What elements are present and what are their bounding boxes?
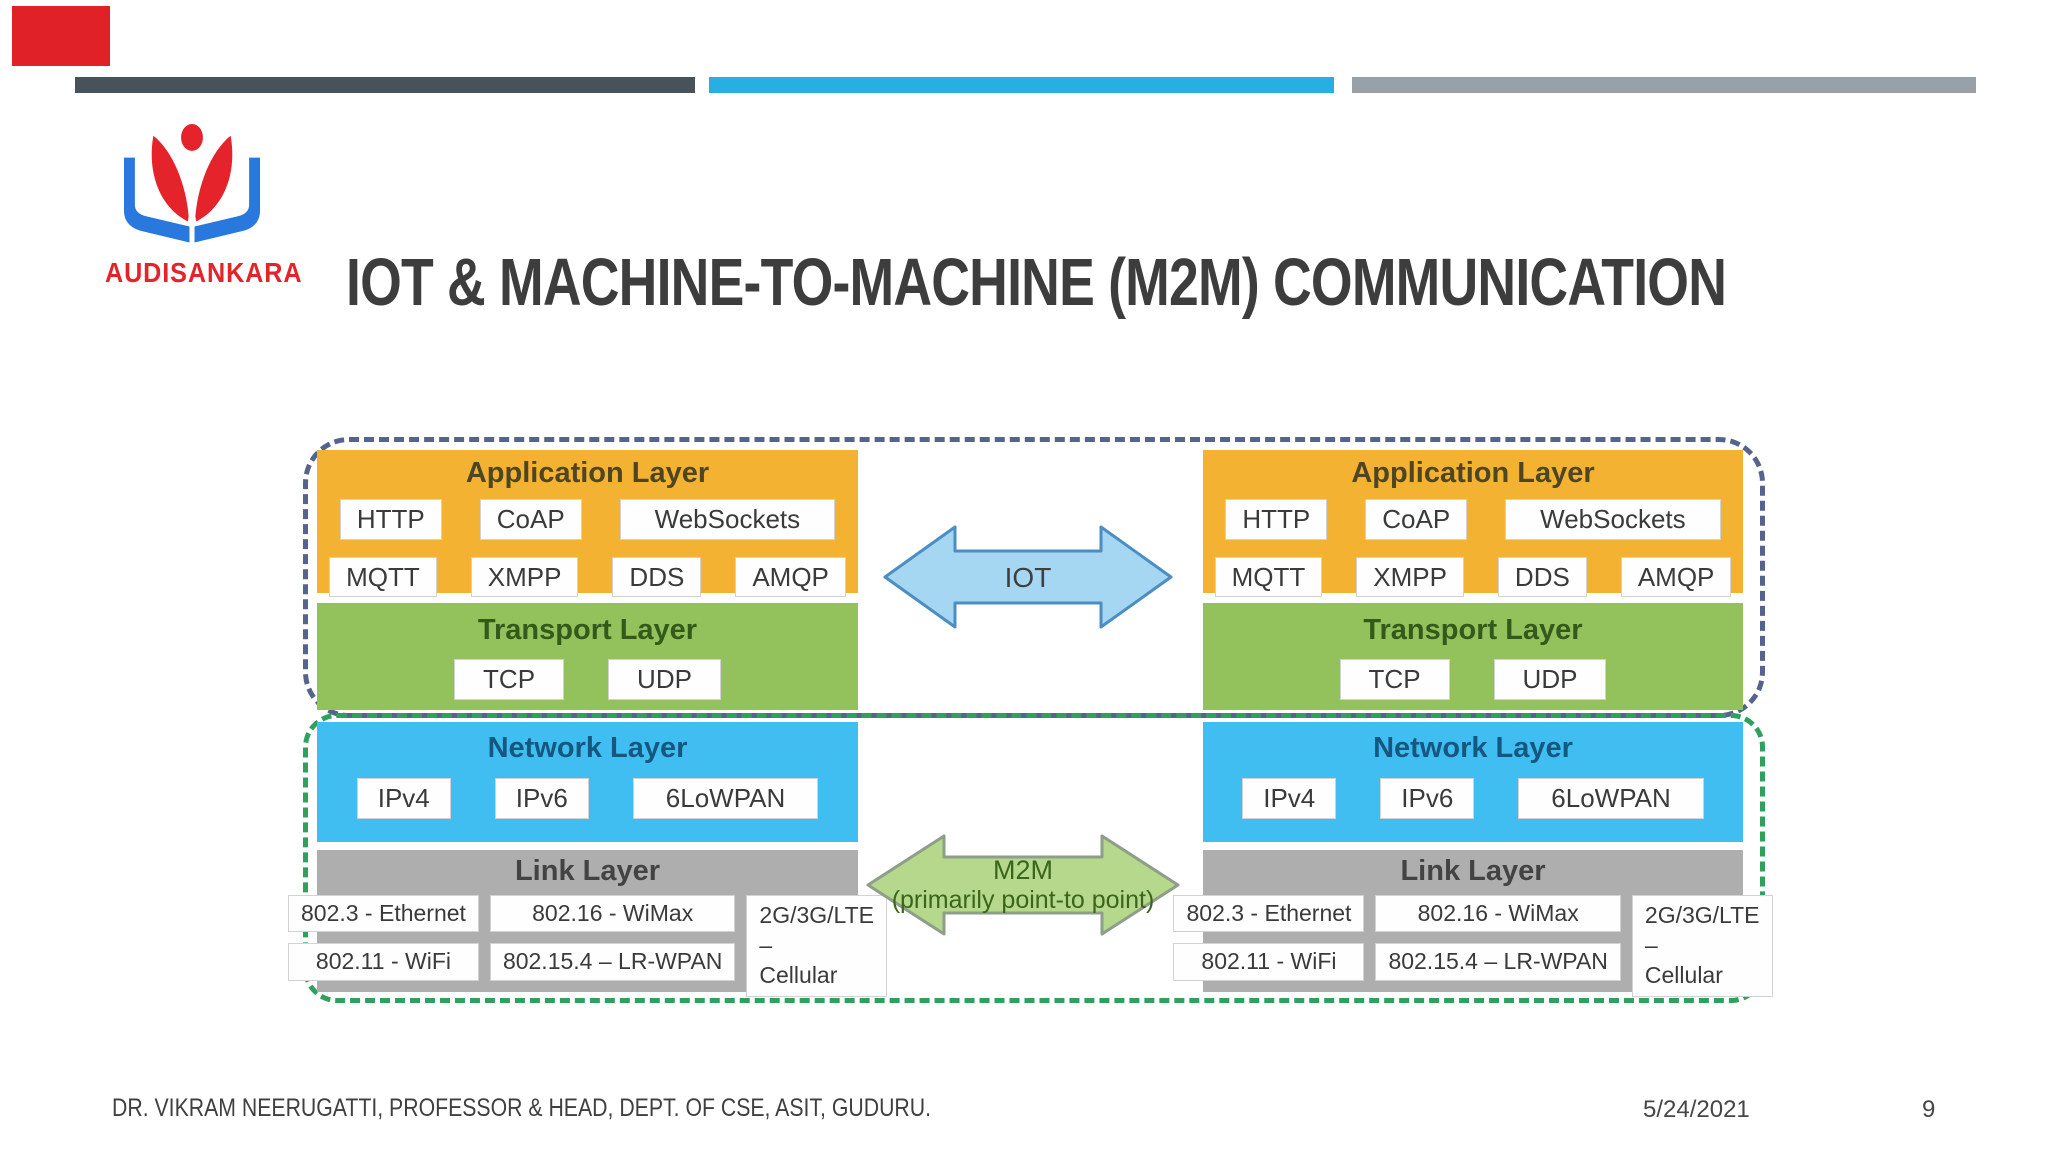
application-layer-title: Application Layer bbox=[465, 457, 710, 489]
protocol-chip: CoAP bbox=[479, 499, 582, 540]
application-layer-box: Application Layer HTTP CoAP WebSockets MQT… bbox=[317, 450, 858, 598]
protocol-chip: MQTT bbox=[329, 556, 437, 598]
application-layer-title: Application Layer bbox=[1351, 457, 1595, 489]
protocol-chip: 6LoWPAN bbox=[1518, 778, 1704, 819]
application-layer-box: Application Layer HTTP CoAP WebSockets MQT… bbox=[1203, 450, 1743, 598]
protocol-chip: 2G/3G/LTE – Cellular bbox=[1631, 895, 1773, 997]
top-bar-gray bbox=[1352, 77, 1976, 93]
footer-page-number: 9 bbox=[1922, 1096, 1936, 1123]
top-bar-dark bbox=[75, 77, 695, 93]
link-layer-title: Link Layer bbox=[1400, 855, 1546, 887]
network-layer-title: Network Layer bbox=[487, 732, 688, 764]
protocol-chip: WebSockets bbox=[619, 499, 836, 540]
network-layer-box: Network Layer IPv4 IPv6 6LoWPAN bbox=[1203, 722, 1743, 842]
link-layer-box: Link Layer 802.3 - Ethernet 802.11 - WiFi… bbox=[287, 850, 888, 997]
network-layer-title: Network Layer bbox=[1373, 732, 1573, 764]
protocol-chip: DDS bbox=[612, 556, 702, 598]
footer-credit: DR. VIKRAM NEERUGATTI, PROFESSOR & HEAD,… bbox=[112, 1094, 932, 1122]
protocol-chip: IPv6 bbox=[494, 778, 589, 819]
audisankara-logo: AUDISANKARA bbox=[94, 124, 302, 289]
top-bar-blue bbox=[709, 77, 1334, 93]
protocol-chip: 802.15.4 – LR-WPAN bbox=[1375, 943, 1621, 981]
protocol-chip-row: HTTP CoAP WebSockets bbox=[317, 499, 858, 540]
protocol-chip: DDS bbox=[1497, 556, 1587, 598]
m2m-arrow-label: M2M bbox=[993, 855, 1053, 885]
protocol-chip: HTTP bbox=[1225, 499, 1328, 540]
link-chip-column: 802.3 - Ethernet 802.11 - WiFi bbox=[1173, 895, 1365, 981]
protocol-chip: IPv4 bbox=[356, 778, 451, 819]
protocol-chip: 2G/3G/LTE – Cellular bbox=[746, 895, 888, 997]
protocol-chip: UDP bbox=[1493, 659, 1607, 700]
protocol-chip: 802.16 - WiMax bbox=[1375, 895, 1621, 933]
footer-date: 5/24/2021 bbox=[1643, 1096, 1750, 1123]
link-chip-column: 802.16 - WiMax 802.15.4 – LR-WPAN bbox=[489, 895, 736, 981]
protocol-chip: 802.11 - WiFi bbox=[1173, 943, 1365, 981]
protocol-chip: XMPP bbox=[470, 556, 579, 598]
logo-text: AUDISANKARA bbox=[104, 257, 303, 288]
link-chip-column: 802.3 - Ethernet 802.11 - WiFi bbox=[287, 895, 479, 981]
protocol-chip: 6LoWPAN bbox=[632, 778, 819, 819]
protocol-chip: TCP bbox=[1339, 659, 1450, 700]
link-layer-title: Link Layer bbox=[514, 855, 661, 887]
m2m-double-arrow: M2M (primarily point-to point) bbox=[866, 834, 1180, 936]
protocol-chip: UDP bbox=[608, 659, 721, 700]
protocol-stack-left: Application Layer HTTP CoAP WebSockets MQT… bbox=[287, 450, 888, 997]
m2m-group-dashed-border bbox=[303, 713, 1765, 1003]
protocol-chip: WebSockets bbox=[1505, 499, 1721, 540]
protocol-chip-row: HTTP CoAP WebSockets bbox=[1203, 499, 1743, 540]
protocol-chip-row: TCP UDP bbox=[1203, 659, 1743, 700]
protocol-chip: IPv4 bbox=[1242, 778, 1337, 819]
protocol-chip-row: TCP UDP bbox=[317, 659, 858, 700]
protocol-chip: 802.3 - Ethernet bbox=[1173, 895, 1365, 933]
protocol-chip-grid: 802.3 - Ethernet 802.11 - WiFi 802.16 - W… bbox=[287, 895, 888, 997]
red-corner-block bbox=[12, 6, 110, 66]
protocol-chip: XMPP bbox=[1356, 556, 1464, 598]
protocol-chip-row: IPv4 IPv6 6LoWPAN bbox=[317, 778, 858, 819]
transport-layer-box: Transport Layer TCP UDP bbox=[317, 603, 858, 710]
link-layer-box: Link Layer 802.3 - Ethernet 802.11 - WiFi… bbox=[1173, 850, 1773, 997]
protocol-chip: 802.15.4 – LR-WPAN bbox=[489, 943, 736, 981]
protocol-stack-right: Application Layer HTTP CoAP WebSockets MQT… bbox=[1173, 450, 1773, 997]
protocol-chip-grid: 802.3 - Ethernet 802.11 - WiFi 802.16 - W… bbox=[1173, 895, 1773, 997]
protocol-chip: IPv6 bbox=[1380, 778, 1475, 819]
protocol-chip: 802.3 - Ethernet bbox=[287, 895, 479, 933]
transport-layer-title: Transport Layer bbox=[477, 614, 698, 646]
protocol-chip: HTTP bbox=[339, 499, 442, 540]
protocol-chip: AMQP bbox=[735, 556, 846, 598]
protocol-chip: CoAP bbox=[1365, 499, 1468, 540]
network-layer-box: Network Layer IPv4 IPv6 6LoWPAN bbox=[317, 722, 858, 842]
transport-layer-title: Transport Layer bbox=[1363, 614, 1583, 646]
iot-double-arrow: IOT bbox=[883, 525, 1173, 629]
transport-layer-box: Transport Layer TCP UDP bbox=[1203, 603, 1743, 710]
iot-arrow-label: IOT bbox=[1005, 562, 1052, 593]
audisankara-logo-icon bbox=[123, 124, 261, 243]
protocol-chip-row: MQTT XMPP DDS AMQP bbox=[1203, 556, 1743, 598]
protocol-chip-row: IPv4 IPv6 6LoWPAN bbox=[1203, 778, 1743, 819]
protocol-chip: 802.11 - WiFi bbox=[287, 943, 479, 981]
m2m-arrow-sublabel: (primarily point-to point) bbox=[892, 886, 1155, 914]
protocol-chip: AMQP bbox=[1620, 556, 1732, 598]
protocol-chip: 802.16 - WiMax bbox=[489, 895, 736, 933]
protocol-chip: MQTT bbox=[1214, 556, 1323, 598]
protocol-chip: TCP bbox=[454, 659, 565, 700]
protocol-chip-row: MQTT XMPP DDS AMQP bbox=[317, 556, 858, 598]
link-chip-column: 802.16 - WiMax 802.15.4 – LR-WPAN bbox=[1375, 895, 1621, 981]
page-title: IOT & MACHINE-TO-MACHINE (M2M) COMMUNICA… bbox=[346, 245, 1727, 320]
